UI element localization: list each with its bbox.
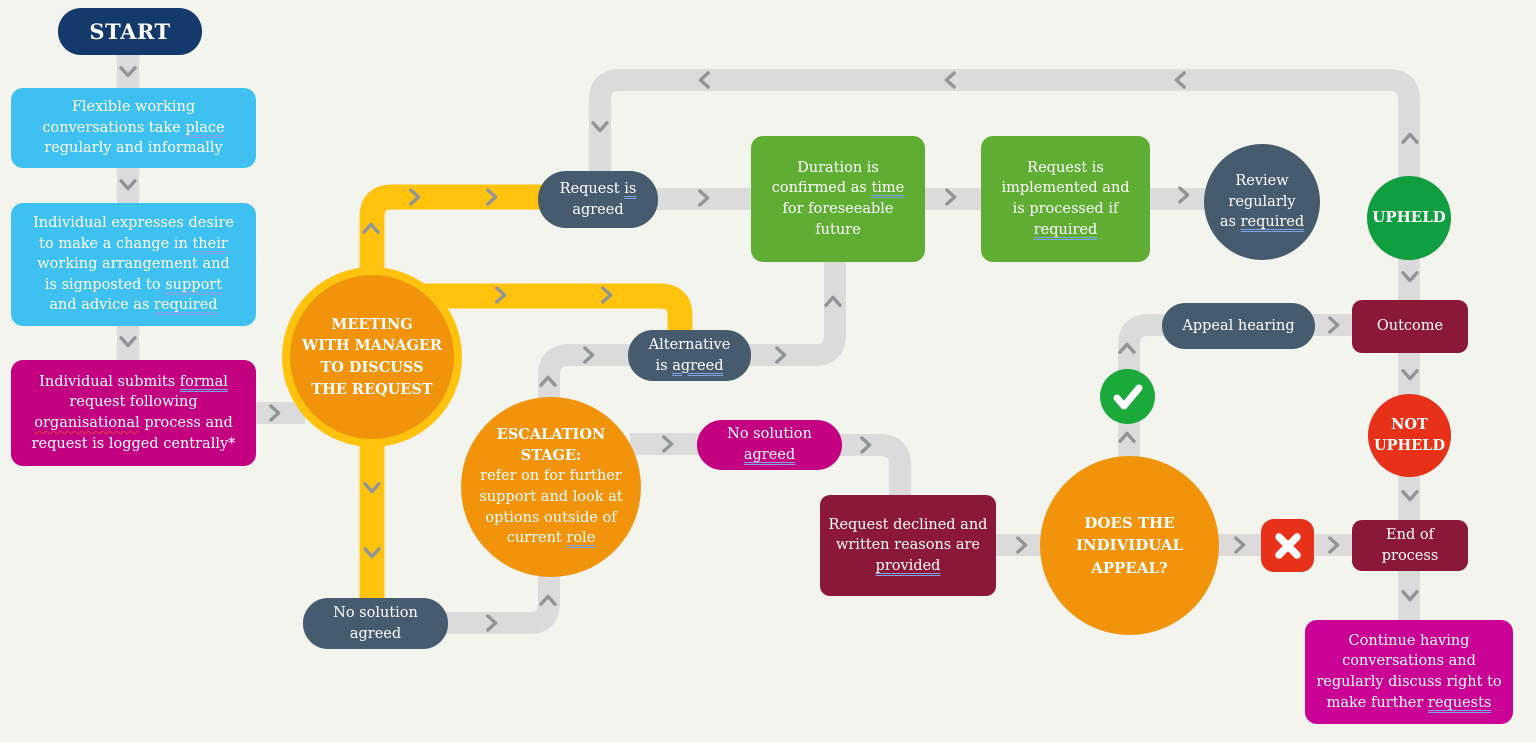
node-no-solution-formal: No solution agreed <box>697 420 842 470</box>
node-alternative-agreed: Alternative is agreed <box>628 330 751 381</box>
node-review-regularly: Review regularly as required <box>1204 144 1320 260</box>
path-nosolution-to-declined <box>830 434 911 505</box>
node-meeting-with-manager: MEETING WITH MANAGER TO DISCUSS THE REQU… <box>282 267 462 447</box>
path-meeting-to-alternative <box>420 283 693 340</box>
node-duration-confirmed: Duration is confirmed as time for forese… <box>751 136 925 262</box>
node-request-agreed: Request is agreed <box>538 171 658 228</box>
check-icon <box>1113 384 1142 409</box>
path-alternative-to-duration <box>740 255 846 366</box>
node-formal-request: Individual submits formal request follow… <box>11 360 256 466</box>
node-request-implemented: Request is implemented and is processed … <box>981 136 1150 262</box>
node-no-solution-informal: No solution agreed <box>303 598 448 649</box>
node-not-upheld: NOT UPHELD <box>1368 394 1451 477</box>
appeal-no-badge <box>1261 519 1314 572</box>
node-continue-conversations: Continue having conversations and regula… <box>1305 620 1513 724</box>
node-informal-conversations: Flexible working conversations take plac… <box>11 88 256 168</box>
node-upheld: UPHELD <box>1367 176 1451 260</box>
path-upheld-loop <box>589 69 1420 180</box>
node-escalation-stage: ESCALATION STAGE: refer on for further s… <box>461 397 641 577</box>
node-expresses-desire: Individual expresses desire to make a ch… <box>11 203 256 326</box>
node-request-declined: Request declined and written reasons are… <box>820 495 996 596</box>
node-does-individual-appeal: DOES THE INDIVIDUAL APPEAL? <box>1040 456 1219 635</box>
cross-icon <box>1274 532 1301 559</box>
node-end-of-process: End of process <box>1352 520 1468 571</box>
node-outcome: Outcome <box>1352 300 1468 353</box>
node-appeal-hearing: Appeal hearing <box>1162 303 1315 349</box>
appeal-yes-badge <box>1100 369 1155 424</box>
path-meeting-to-agreed <box>359 184 550 300</box>
node-start: START <box>58 8 202 55</box>
